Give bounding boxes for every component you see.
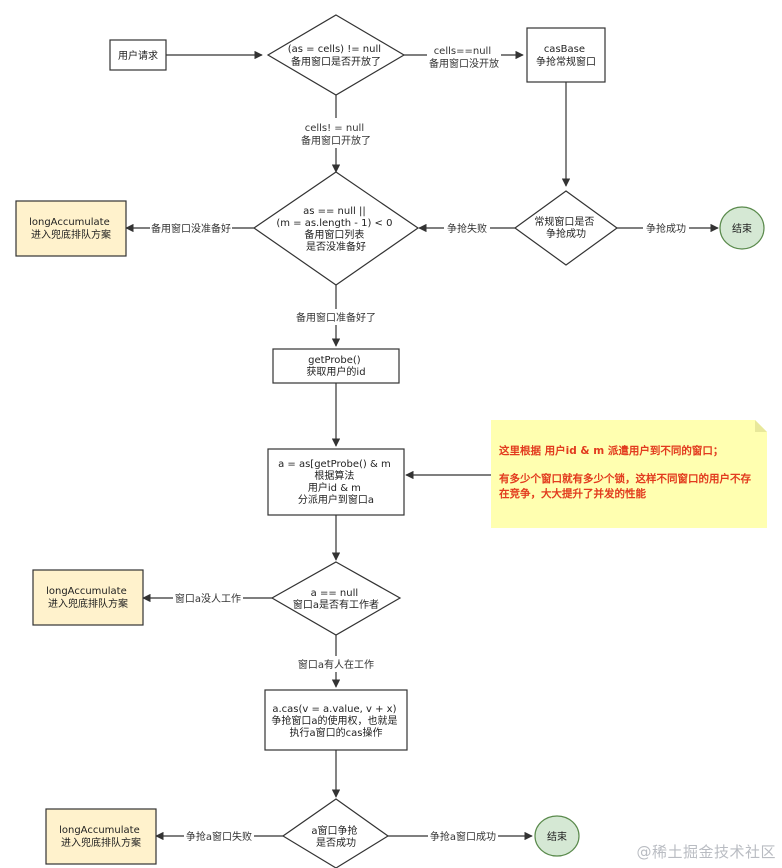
- node-label-line: longAccumulate: [46, 586, 127, 597]
- edge-label-not-ready: 备用窗口没准备好: [151, 222, 231, 235]
- node-label-line: as == null ||: [303, 206, 366, 217]
- node-label-line: casBase: [544, 44, 585, 55]
- edge-label-cells-null: cells==null 备用窗口没开放: [429, 46, 499, 70]
- node-label-line: 根据算法: [314, 469, 354, 482]
- node-label-line: (m = as.length - 1) < 0: [276, 218, 392, 229]
- node-end-1-label: 结束: [732, 222, 752, 235]
- node-fallback-2: [32, 569, 144, 626]
- edge-label-line: cells! = null: [305, 123, 364, 134]
- note-shape: [491, 420, 767, 528]
- node-label-line: 获取用户的id: [306, 365, 365, 378]
- edge-label-compete-fail: 争抢失败: [447, 222, 487, 235]
- node-check-a-label: a == null 窗口a是否有工作者: [293, 588, 379, 611]
- note-line-1: 这里根据 用户id & m 派遣用户到不同的窗口；: [499, 445, 724, 457]
- node-end-2-label: 结束: [547, 830, 567, 843]
- node-labels: 用户请求 (as = cells) != null 备用窗口是否开放了 casB…: [29, 44, 752, 849]
- node-label-line: 窗口a是否有工作者: [293, 598, 379, 611]
- note: [491, 420, 767, 528]
- node-cas-a-label: a.cas(v = a.value, v + x) 争抢窗口a的使用权，也就是 …: [271, 704, 400, 739]
- node-end-2: [534, 815, 580, 857]
- edge-label-line: cells==null: [434, 46, 491, 57]
- node-a-success: [281, 798, 390, 868]
- node-label-line: 是否没准备好: [306, 240, 366, 253]
- edge-label-compete-success: 争抢成功: [646, 222, 686, 235]
- edge-label-no-worker: 窗口a没人工作: [175, 592, 241, 605]
- node-a-success-label: a窗口争抢 是否成功: [311, 824, 360, 849]
- node-label-line: 备用窗口列表: [304, 228, 364, 241]
- nodes: [15, 14, 765, 868]
- node-label-line: a == null: [311, 588, 358, 599]
- node-assign-label: a = as[getProbe() & m 根据算法 用户id & m 分派用户…: [278, 459, 394, 506]
- node-check-a: [270, 561, 402, 636]
- edge-label-backgrounds: [150, 40, 689, 843]
- node-fallback-3: [45, 808, 157, 865]
- edge-label-a-fail: 争抢a窗口失败: [186, 830, 252, 843]
- node-label-line: (as = cells) != null: [288, 44, 381, 55]
- node-label-line: 执行a窗口的cas操作: [290, 726, 383, 739]
- node-label-line: longAccumulate: [59, 825, 140, 836]
- node-label-line: a.cas(v = a.value, v + x): [272, 704, 396, 715]
- node-check-ready: [252, 171, 420, 286]
- edge-labels: cells==null 备用窗口没开放 cells! = null 备用窗口开放…: [151, 46, 686, 843]
- node-assign: [267, 448, 405, 516]
- node-cas-a: [264, 689, 408, 751]
- node-label-line: a = as[getProbe() & m: [278, 459, 391, 470]
- node-end-1: [719, 206, 765, 250]
- watermark: @稀土掘金技术社区: [636, 843, 776, 861]
- edge-label-ready: 备用窗口准备好了: [296, 311, 376, 324]
- node-label-line: 进入兜底排队方案: [61, 836, 141, 849]
- node-label-line: longAccumulate: [29, 217, 110, 228]
- node-label-line: 进入兜底排队方案: [48, 597, 128, 610]
- node-label-line: 争抢窗口a的使用权，也就是: [271, 714, 397, 727]
- node-fallback-1-label: longAccumulate 进入兜底排队方案: [29, 217, 113, 241]
- node-user-request-label: 用户请求: [118, 49, 158, 62]
- node-cas-base-label: casBase 争抢常规窗口: [536, 44, 596, 68]
- edge-label-line: 备用窗口没开放: [429, 57, 499, 70]
- edge-label-has-worker: 窗口a有人在工作: [298, 658, 374, 671]
- node-label-line: 分派用户到窗口a: [298, 493, 374, 506]
- note-line-2: 有多少个窗口就有多少个锁，这样不同窗口的用户不存在竞争，大大提升了并发的性能: [499, 473, 751, 500]
- node-label-line: 进入兜底排队方案: [31, 228, 111, 241]
- node-get-probe: [272, 348, 400, 384]
- node-check-ready-label: as == null || (m = as.length - 1) < 0 备用…: [276, 206, 395, 253]
- node-get-probe-label: getProbe() 获取用户的id: [306, 355, 365, 378]
- node-check-cells: [266, 14, 406, 96]
- node-label-line: 是否成功: [316, 837, 356, 849]
- node-fallback-2-label: longAccumulate 进入兜底排队方案: [46, 586, 130, 610]
- node-label-line: getProbe(): [308, 355, 361, 366]
- node-check-cells-label: (as = cells) != null 备用窗口是否开放了: [288, 44, 384, 68]
- node-label-line: 争抢常规窗口: [536, 55, 596, 68]
- node-fallback-3-label: longAccumulate 进入兜底排队方案: [59, 825, 143, 849]
- node-cas-base: [526, 27, 606, 83]
- note-text: 这里根据 用户id & m 派遣用户到不同的窗口； 有多少个窗口就有多少个锁，这…: [491, 420, 767, 528]
- node-normal-success: [513, 190, 619, 266]
- note-fold: [755, 420, 767, 432]
- edge-label-line: 备用窗口开放了: [301, 134, 371, 147]
- edge-label-cells-not-null: cells! = null 备用窗口开放了: [301, 123, 371, 147]
- node-label-line: 常规窗口是否: [534, 215, 594, 228]
- node-label-line: 争抢成功: [546, 227, 586, 240]
- node-label-line: 备用窗口是否开放了: [291, 55, 381, 68]
- node-user-request: [109, 39, 167, 71]
- node-label-line: a窗口争抢: [311, 824, 357, 837]
- node-normal-success-label: 常规窗口是否 争抢成功: [534, 215, 597, 240]
- node-label-line: 用户id & m: [308, 481, 361, 494]
- node-fallback-1: [15, 200, 127, 257]
- edge-label-a-success: 争抢a窗口成功: [430, 830, 496, 843]
